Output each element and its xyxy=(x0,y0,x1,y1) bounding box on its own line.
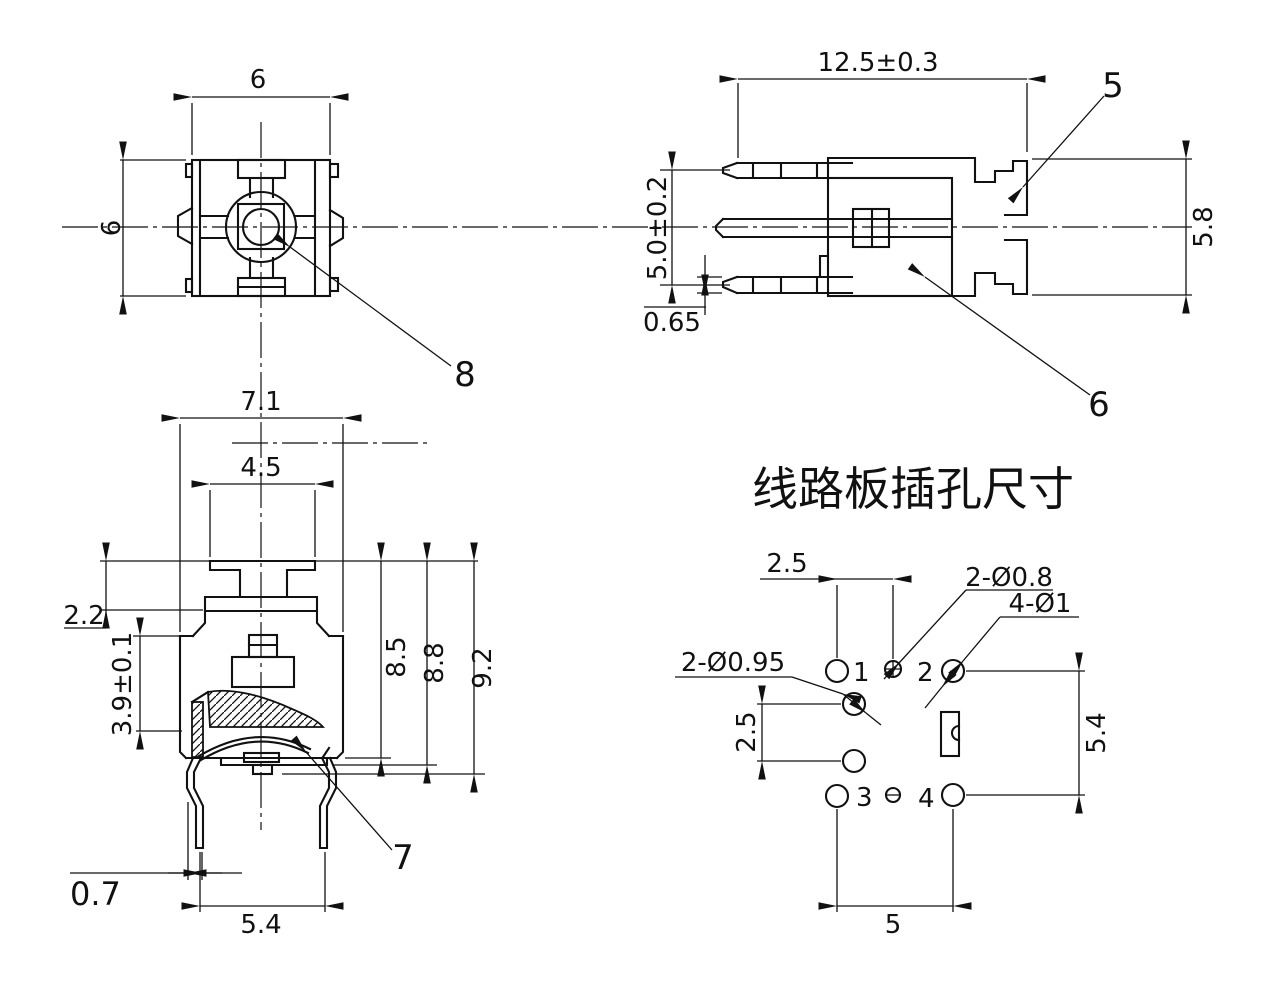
leader-8 xyxy=(272,232,452,367)
hole-1 xyxy=(824,658,850,684)
dim-pcb-pitch-y: 2.5 xyxy=(732,711,762,752)
hole-label-2: 2 xyxy=(917,658,934,688)
hole-4 xyxy=(940,782,966,808)
dim-hole-d095: 2-Ø0.95 xyxy=(681,648,785,678)
front-view-body xyxy=(100,559,478,850)
top-view-dimensions: 6 6 8 xyxy=(97,65,476,395)
centerlines xyxy=(62,122,1192,830)
dim-height-88: 8.8 xyxy=(420,642,450,683)
callout-6: 6 xyxy=(1088,385,1110,425)
dome-circle xyxy=(224,190,298,264)
top-view: 6 6 8 xyxy=(97,65,476,395)
push-button-cap xyxy=(208,559,317,599)
dim-top-height: 6 xyxy=(97,220,127,237)
left-lead xyxy=(185,756,205,850)
dim-pcb-pitch-x: 2.5 xyxy=(766,549,807,579)
dim-clip-height: 5.8 xyxy=(1189,206,1219,247)
dim-height-92: 9.2 xyxy=(468,647,498,688)
metal-dome xyxy=(197,736,312,762)
upper-mount-clip xyxy=(826,156,1029,217)
dim-height-85: 8.5 xyxy=(382,636,412,677)
dim-pcb-span-x: 5 xyxy=(885,910,902,940)
left-side-notch xyxy=(176,206,194,246)
pcb-view-title: 线路板插孔尺寸 xyxy=(752,462,1074,516)
center-post xyxy=(251,763,274,776)
hatched-section xyxy=(207,689,325,728)
side-view-body xyxy=(714,156,1029,298)
dim-body-height: 3.9±0.1 xyxy=(108,632,138,736)
dim-hole-d1: 4-Ø1 xyxy=(1009,589,1072,619)
switch-housing xyxy=(826,176,954,298)
dim-cap-width: 4.5 xyxy=(240,453,281,483)
plunger-pin xyxy=(714,217,954,239)
side-view: 12.5±0.3 5.0±0.2 0.65 5.8 5 6 xyxy=(643,48,1219,425)
leader-d08 xyxy=(883,589,967,680)
dim-hole-d08: 2-Ø0.8 xyxy=(965,563,1053,593)
hole-label-4: 4 xyxy=(918,784,935,814)
pcb-view: 线路板插孔尺寸 1 2 3 4 2.5 2-Ø xyxy=(675,462,1112,940)
bottom-terminal-pin xyxy=(721,275,854,295)
hole-label-1: 1 xyxy=(853,658,870,688)
top-view-body xyxy=(176,158,345,298)
callout-8: 8 xyxy=(454,355,476,395)
right-lead xyxy=(318,756,338,850)
front-view: 7.1 4.5 2.2 3.9±0.1 8.5 8.8 9.2 0.7 5.4 xyxy=(63,387,498,940)
leader-d095 xyxy=(791,676,862,704)
dim-side-width: 12.5±0.3 xyxy=(817,48,938,78)
hole-label-3: 3 xyxy=(856,783,873,813)
dim-top-width: 6 xyxy=(250,65,267,95)
hole-left-lower xyxy=(841,748,867,774)
front-view-dimensions: 7.1 4.5 2.2 3.9±0.1 8.5 8.8 9.2 0.7 5.4 xyxy=(63,387,498,940)
dim-pin-pitch: 5.0±0.2 xyxy=(643,176,673,280)
callout-7: 7 xyxy=(392,838,414,878)
dim-body-width: 7.1 xyxy=(240,387,281,417)
dim-pin-thickness: 0.65 xyxy=(643,308,701,338)
inner-plunger xyxy=(230,655,296,689)
callout-5: 5 xyxy=(1102,66,1124,106)
leader-d1 xyxy=(948,616,1001,678)
hole-3 xyxy=(824,783,850,809)
right-side-notch xyxy=(328,208,345,248)
leader-7 xyxy=(290,735,393,851)
dim-lead-thickness: 0.7 xyxy=(70,875,121,913)
pcb-dimensions: 2.5 2-Ø0.8 4-Ø1 2-Ø0.95 2.5 5.4 5 xyxy=(675,549,1112,940)
lower-mount-clip xyxy=(950,238,1029,298)
dim-lead-span: 5.4 xyxy=(240,910,281,940)
dim-pcb-span-y: 5.4 xyxy=(1082,712,1112,753)
stem-square xyxy=(236,202,286,251)
dim-cap-height: 2.2 xyxy=(63,601,104,631)
top-terminal-pin xyxy=(721,161,854,180)
plunger-circle xyxy=(241,207,281,247)
leader-5 xyxy=(1007,95,1105,204)
top-tab xyxy=(236,158,287,180)
hatched-wall xyxy=(191,701,204,758)
leader-6 xyxy=(907,263,1091,396)
side-view-dimensions: 12.5±0.3 5.0±0.2 0.65 5.8 5 6 xyxy=(643,48,1219,425)
slot-hole xyxy=(939,710,961,758)
pcb-holes: 1 2 3 4 xyxy=(824,658,966,814)
